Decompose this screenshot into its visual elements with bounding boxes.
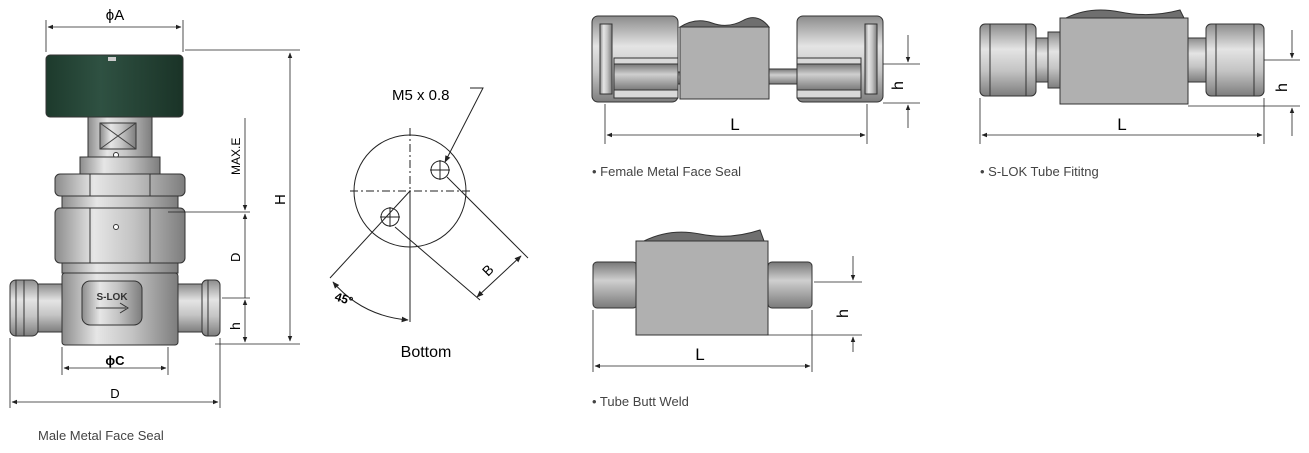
- dim-b-label: B: [479, 261, 497, 279]
- angle-label: 45°: [333, 290, 355, 309]
- dim-max-e-label: MAX.E: [229, 138, 243, 175]
- dim-c-label: ϕC: [105, 353, 125, 368]
- butt-body: [635, 240, 769, 336]
- body-marking: S-LOK: [96, 292, 128, 303]
- female-face-seal-view: [591, 15, 884, 103]
- panel-nut: [54, 173, 186, 197]
- slok-dim-h: h: [1274, 83, 1291, 92]
- dim-a-label: ϕA: [106, 7, 124, 24]
- main-dimensions: [9, 20, 300, 408]
- tube-butt-weld-view: [592, 229, 813, 336]
- female-dim-h: h: [890, 81, 907, 90]
- butt-dim-h: h: [835, 309, 852, 318]
- bottom-caption: Bottom: [401, 344, 452, 361]
- butt-caption: • Tube Butt Weld: [592, 394, 689, 409]
- valve-front-view: [9, 54, 221, 346]
- slok-caption: • S-LOK Tube Fititng: [980, 164, 1099, 179]
- butt-dimensions: [592, 256, 862, 372]
- female-dim-l: L: [730, 115, 739, 134]
- dim-h-small-label: h: [227, 322, 243, 330]
- female-caption: • Female Metal Face Seal: [592, 164, 742, 179]
- slok-nut-left: [979, 23, 1037, 97]
- butt-dim-l: L: [695, 345, 704, 364]
- butt-tube-left: [592, 261, 638, 309]
- hex-body: [54, 207, 186, 264]
- slok-tube-fitting-view: [979, 9, 1265, 105]
- bottom-view: [329, 87, 529, 323]
- dim-d-vertical-label: D: [228, 253, 243, 262]
- female-dimensions: [604, 35, 920, 144]
- slok-body: [1059, 17, 1189, 105]
- handle-knob: [45, 54, 184, 118]
- slok-nut-right: [1205, 23, 1265, 97]
- main-caption: Male Metal Face Seal: [38, 428, 164, 443]
- thread-label: M5 x 0.8: [392, 87, 450, 104]
- slok-dimensions: [979, 30, 1300, 144]
- right-face-seal: [177, 283, 203, 333]
- dim-h-total-label: H: [272, 194, 289, 205]
- dim-d-bottom-label: D: [110, 386, 119, 401]
- female-body: [679, 26, 770, 100]
- butt-tube-right: [767, 261, 813, 309]
- slok-dim-l: L: [1117, 115, 1126, 134]
